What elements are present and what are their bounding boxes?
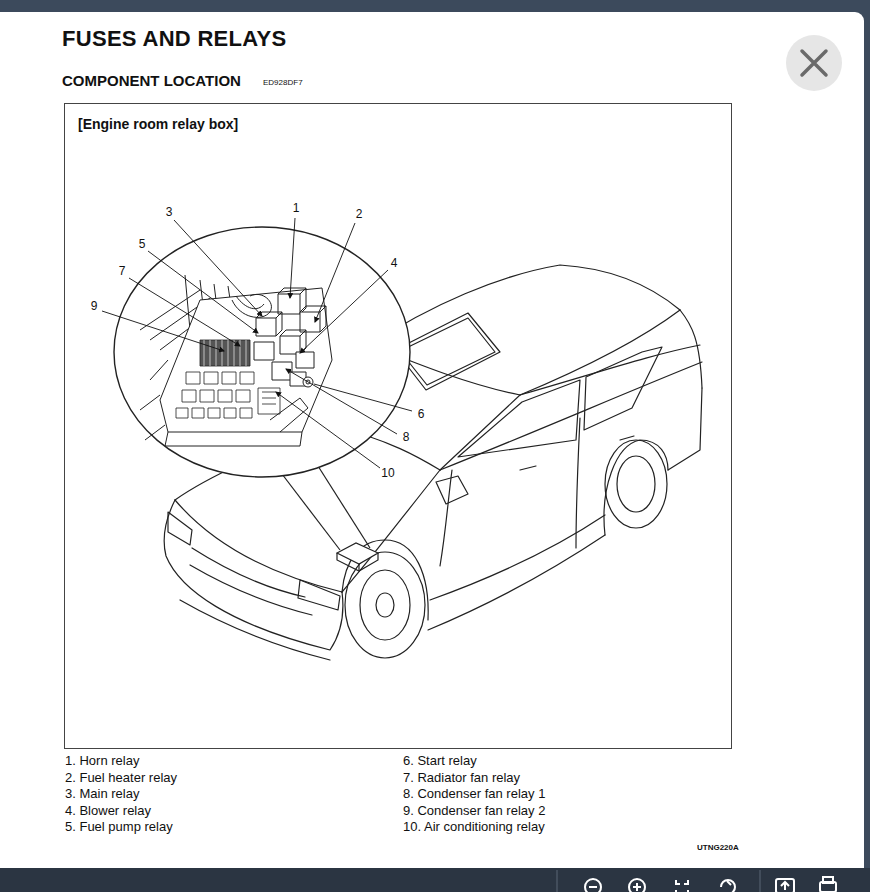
section-heading: COMPONENT LOCATION <box>62 72 241 89</box>
callout-number: 7 <box>118 265 127 279</box>
viewer-toolbar <box>0 868 870 892</box>
illustration-frame: [Engine room relay box] <box>64 103 732 749</box>
legend-item: 9. Condenser fan relay 2 <box>403 804 545 819</box>
callout-number: 5 <box>138 238 147 252</box>
leader-lines <box>102 218 412 468</box>
callout-number: 8 <box>402 431 411 445</box>
legend-item: 6. Start relay <box>403 754 477 769</box>
page-title: FUSES AND RELAYS <box>62 26 286 51</box>
callout-number: 3 <box>165 206 174 220</box>
callout-number: 2 <box>355 208 364 222</box>
legend-item: 5. Fuel pump relay <box>65 820 173 835</box>
legend-item: 8. Condenser fan relay 1 <box>403 787 545 802</box>
magnifier-circle <box>114 227 410 477</box>
close-button <box>786 35 842 91</box>
legend-item: 2. Fuel heater relay <box>65 771 177 786</box>
toolbar-icons <box>557 870 836 892</box>
callout-number: 4 <box>390 257 399 271</box>
legend-item: 1. Horn relay <box>65 754 139 769</box>
legend-item: 10. Air conditioning relay <box>403 820 545 835</box>
legend-item: 7. Radiator fan relay <box>403 771 520 786</box>
relay-box <box>140 275 332 446</box>
callout-number: 1 <box>292 202 301 216</box>
legend-item: 3. Main relay <box>65 787 139 802</box>
callout-number: 6 <box>417 408 426 422</box>
page-panel <box>0 12 864 868</box>
figure-code: UTNG220A <box>697 843 739 852</box>
callout-number: 10 <box>380 467 395 481</box>
frame-heading: [Engine room relay box] <box>78 116 731 132</box>
doc-code: ED928DF7 <box>263 78 303 87</box>
legend-item: 4. Blower relay <box>65 804 151 819</box>
callout-number: 9 <box>90 300 99 314</box>
magnifier-cone <box>282 466 378 571</box>
